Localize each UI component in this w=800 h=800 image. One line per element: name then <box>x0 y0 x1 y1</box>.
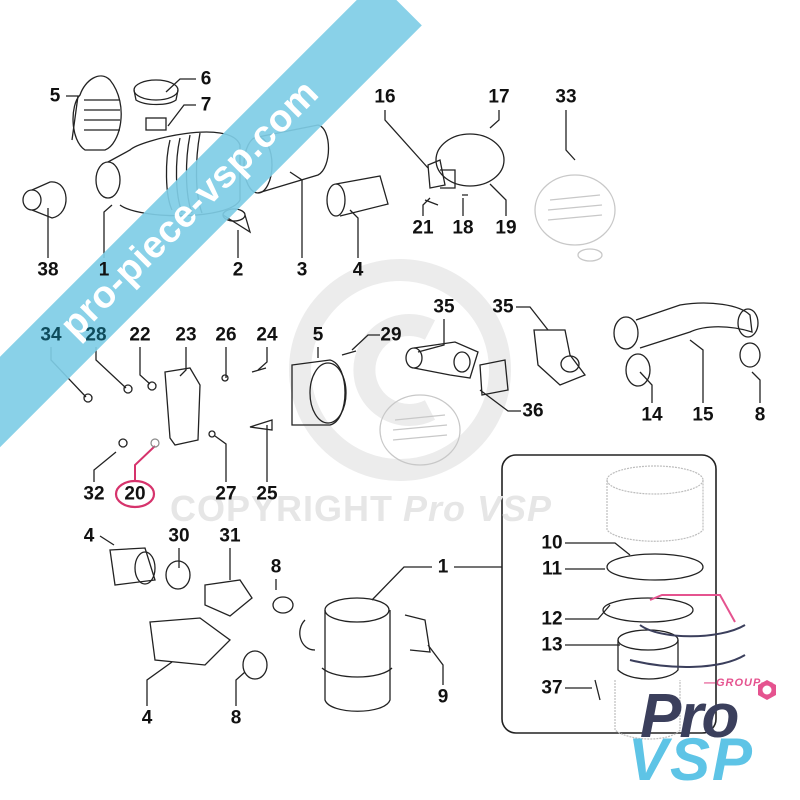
callout-22[interactable]: 22 <box>129 324 151 346</box>
callout-32[interactable]: 32 <box>83 483 105 505</box>
callout-29[interactable]: 29 <box>380 324 402 346</box>
callout-9[interactable]: 9 <box>437 686 449 708</box>
callout-28[interactable]: 28 <box>85 324 107 346</box>
callout-31[interactable]: 31 <box>219 525 241 547</box>
callout-17[interactable]: 17 <box>488 86 510 108</box>
callout-24[interactable]: 24 <box>256 324 278 346</box>
callout-35[interactable]: 35 <box>433 296 455 318</box>
callout-2[interactable]: 2 <box>232 259 244 281</box>
callout-37[interactable]: 37 <box>541 677 563 699</box>
callout-23[interactable]: 23 <box>175 324 197 346</box>
callout-16[interactable]: 16 <box>374 86 396 108</box>
callout-35[interactable]: 35 <box>492 296 514 318</box>
callout-19[interactable]: 19 <box>495 217 517 239</box>
callout-18[interactable]: 18 <box>452 217 474 239</box>
callout-38[interactable]: 38 <box>37 259 59 281</box>
callout-12[interactable]: 12 <box>541 608 563 630</box>
callout-4[interactable]: 4 <box>352 259 364 281</box>
callout-25[interactable]: 25 <box>256 483 278 505</box>
callout-4[interactable]: 4 <box>141 707 153 729</box>
callout-6[interactable]: 6 <box>200 68 212 90</box>
callout-4[interactable]: 4 <box>83 525 95 547</box>
callout-5[interactable]: 5 <box>49 85 61 107</box>
callout-34[interactable]: 34 <box>40 324 62 346</box>
provsp-logo: —GROUP— Pro VSP <box>620 665 790 793</box>
callout-20[interactable]: 20 <box>124 483 146 505</box>
copyright-circle-watermark <box>289 259 511 481</box>
highlight-circle-20 <box>114 479 156 509</box>
hex-nut-icon <box>758 680 776 700</box>
callout-8[interactable]: 8 <box>270 556 282 578</box>
callout-13[interactable]: 13 <box>541 634 563 656</box>
logo-vsp-text: VSP <box>628 726 755 793</box>
callout-36[interactable]: 36 <box>522 400 544 422</box>
callout-3[interactable]: 3 <box>296 259 308 281</box>
copyright-brand: Pro VSP <box>403 488 553 529</box>
callout-15[interactable]: 15 <box>692 404 714 426</box>
highlight-leader-20 <box>134 445 156 482</box>
callout-1[interactable]: 1 <box>437 556 449 578</box>
callout-21[interactable]: 21 <box>412 217 434 239</box>
callout-30[interactable]: 30 <box>168 525 190 547</box>
copyright-text: COPYRIGHT <box>170 488 394 529</box>
callout-10[interactable]: 10 <box>541 532 563 554</box>
logo-group-label: —GROUP— <box>704 677 774 689</box>
callout-26[interactable]: 26 <box>215 324 237 346</box>
callout-1[interactable]: 1 <box>98 259 110 281</box>
callout-7[interactable]: 7 <box>200 94 212 116</box>
callout-11[interactable]: 11 <box>541 558 563 580</box>
logo-pro-text: Pro <box>640 682 739 751</box>
callout-8[interactable]: 8 <box>754 404 766 426</box>
callout-33[interactable]: 33 <box>555 86 577 108</box>
car-logo-outline <box>629 594 746 668</box>
callout-5[interactable]: 5 <box>312 324 324 346</box>
callout-8[interactable]: 8 <box>230 707 242 729</box>
callout-14[interactable]: 14 <box>641 404 663 426</box>
callout-27[interactable]: 27 <box>215 483 237 505</box>
